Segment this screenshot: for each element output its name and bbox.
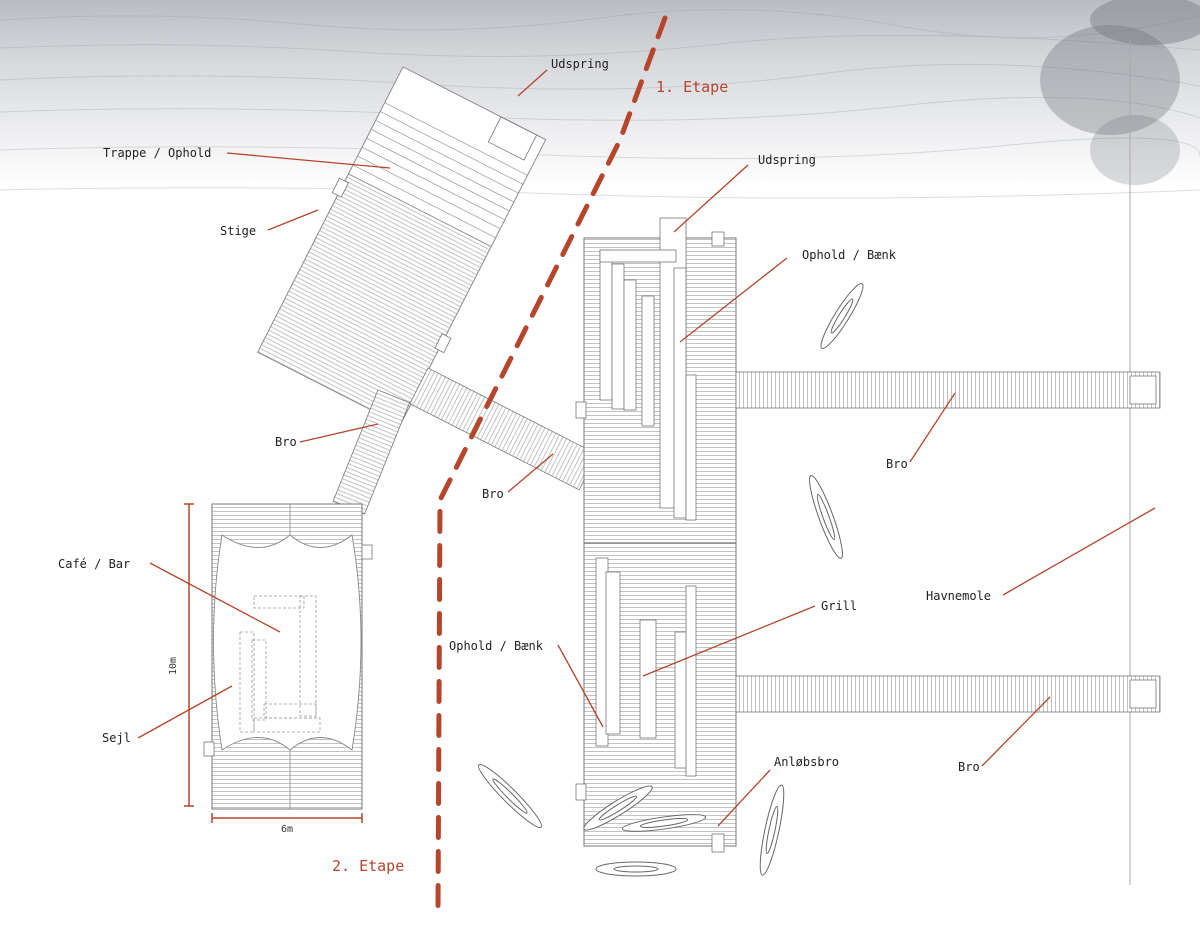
kayaks bbox=[477, 283, 864, 877]
label-anlobsbro: Anløbsbro bbox=[774, 755, 839, 769]
label-stige: Stige bbox=[220, 224, 256, 238]
leader-lines bbox=[137, 69, 1156, 827]
label-bro-right-bottom: Bro bbox=[958, 760, 980, 774]
label-grill: Grill bbox=[821, 599, 857, 613]
bridge-right-bottom bbox=[735, 675, 1161, 713]
label-bro-left: Bro bbox=[275, 435, 297, 449]
label-bro-right-top: Bro bbox=[886, 457, 908, 471]
label-cafe-bar: Café / Bar bbox=[58, 557, 130, 571]
label-udspring-mid: Udspring bbox=[758, 153, 816, 167]
label-udspring-top: Udspring bbox=[551, 57, 609, 71]
diving-platform bbox=[257, 66, 547, 426]
cafe-pavilion bbox=[203, 503, 373, 810]
label-sejl: Sejl bbox=[102, 731, 131, 745]
label-ophold-baenk-bottom: Ophold / Bænk bbox=[449, 639, 544, 653]
label-trappe-ophold: Trappe / Ophold bbox=[103, 146, 211, 160]
label-bro-center: Bro bbox=[482, 487, 504, 501]
label-havnemole: Havnemole bbox=[926, 589, 991, 603]
dimension-height bbox=[184, 503, 194, 807]
dimension-height-label: 10m bbox=[168, 657, 179, 675]
dimension-width bbox=[211, 813, 363, 823]
label-ophold-baenk-top: Ophold / Bænk bbox=[802, 248, 897, 262]
label-etape-2: 2. Etape bbox=[332, 857, 404, 875]
bridge-right-top bbox=[735, 371, 1161, 409]
bridge-center bbox=[409, 367, 598, 491]
bridge-left bbox=[332, 389, 411, 515]
dimension-width-label: 6m bbox=[281, 824, 293, 835]
label-etape-1: 1. Etape bbox=[656, 78, 728, 96]
etape-boundary bbox=[435, 15, 668, 913]
main-pier bbox=[575, 217, 737, 853]
